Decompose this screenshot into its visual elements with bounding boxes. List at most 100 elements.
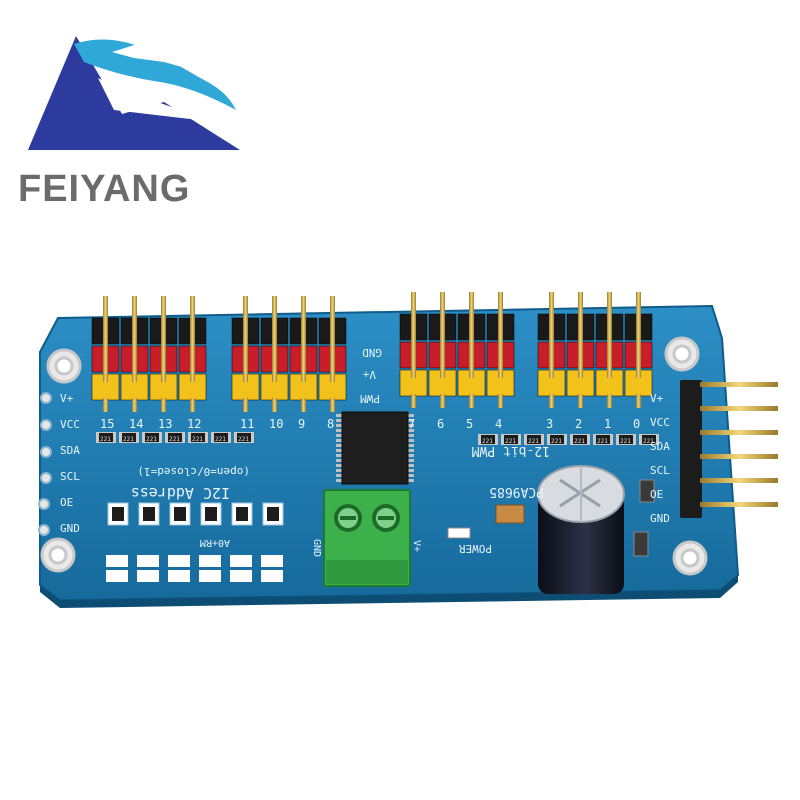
mounting-holes	[40, 336, 708, 576]
channel-number: 2	[575, 417, 582, 431]
header-pin	[411, 348, 416, 378]
header-pin	[243, 352, 248, 382]
right-angle-pin	[700, 430, 778, 435]
resistor-code: 221	[597, 438, 608, 445]
resistor-code: 221	[146, 436, 157, 443]
resistor-code: 221	[643, 438, 654, 445]
resistor-code: 221	[620, 438, 631, 445]
resistor-code: 221	[551, 438, 562, 445]
channel-number: 14	[129, 417, 143, 431]
header-pin	[411, 292, 416, 322]
header-pin	[103, 296, 108, 326]
header-pin	[498, 292, 503, 322]
resistor-code: 221	[574, 438, 585, 445]
header-pin	[190, 352, 195, 382]
header-pin	[132, 296, 137, 326]
pca9685-chip	[336, 411, 414, 485]
header-pin	[578, 348, 583, 378]
label-gnd: GND	[362, 346, 382, 359]
channel-number: 13	[158, 417, 172, 431]
channel-number: 10	[269, 417, 283, 431]
resistor-code: 221	[482, 438, 493, 445]
right-angle-pin	[700, 502, 778, 507]
electrolytic-capacitor	[537, 465, 625, 594]
header-pin	[301, 324, 306, 354]
header-pin	[636, 292, 641, 322]
right-angle-pin	[700, 382, 778, 387]
header-pin	[243, 296, 248, 326]
channel-number: 9	[298, 417, 305, 431]
feiyang-logo: FEIYANG	[14, 18, 254, 210]
channel-number: 0	[633, 417, 640, 431]
header-pin	[190, 324, 195, 354]
channel-number: 8	[327, 417, 334, 431]
label-vplus: V+	[362, 368, 376, 381]
header-pin	[636, 320, 641, 350]
header-pin	[607, 292, 612, 322]
channel-number: 3	[546, 417, 553, 431]
right-angle-pin	[700, 454, 778, 459]
resistor-code: 221	[238, 436, 249, 443]
channel-number: 1	[604, 417, 611, 431]
servo-headers	[91, 292, 653, 412]
header-pin	[578, 320, 583, 350]
channel-number: 15	[100, 417, 114, 431]
brand-name: FEIYANG	[18, 168, 191, 210]
title-text: 12-bit PWM	[472, 443, 550, 458]
resistor-code: 221	[192, 436, 203, 443]
header-pin	[549, 348, 554, 378]
header-pin	[161, 352, 166, 382]
header-pin	[161, 324, 166, 354]
right-pin-label: SCL	[650, 464, 670, 477]
right-pin-label: GND	[650, 512, 670, 525]
resistor-row: 221 221 221 221 221 221 221 221 221 221 221 221 221 2…	[96, 432, 659, 445]
header-pin	[301, 352, 306, 382]
header-pin	[578, 292, 583, 322]
right-pin-label: V+	[650, 392, 664, 405]
header-pin	[607, 348, 612, 378]
silkscreen: GND V+ PWM 12-bit PWM PCA9685 I2C Addres…	[60, 346, 670, 557]
header-pin	[103, 324, 108, 354]
resistor-code: 221	[123, 436, 134, 443]
header-pin	[549, 292, 554, 322]
header-pin	[330, 296, 335, 326]
channel-number: 4	[495, 417, 502, 431]
header-pin	[161, 296, 166, 326]
header-pin	[498, 320, 503, 350]
resistor-code: 221	[100, 436, 111, 443]
header-pin	[272, 352, 277, 382]
right-pin-label: SDA	[650, 440, 670, 453]
label-pwm: PWM	[360, 392, 380, 405]
power-label: POWER	[459, 542, 492, 555]
feiyang-logo-mark	[28, 36, 240, 150]
resistor-code: 221	[215, 436, 226, 443]
header-pin	[469, 348, 474, 378]
header-pin	[330, 352, 335, 382]
left-pin-label: OE	[60, 496, 73, 509]
terminal-gnd: GND	[311, 539, 322, 557]
channel-number: 6	[437, 417, 444, 431]
header-pin	[469, 320, 474, 350]
header-pin	[549, 320, 554, 350]
terminal-vplus: V+	[411, 540, 422, 552]
resistor-code: 221	[505, 438, 516, 445]
header-pin	[103, 352, 108, 382]
left-pin-label: SDA	[60, 444, 80, 457]
resistor-code: 221	[528, 438, 539, 445]
resistor-code: 221	[169, 436, 180, 443]
right-angle-pin	[700, 478, 778, 483]
left-pads	[38, 392, 52, 536]
address-jumpers	[106, 502, 284, 582]
header-pin	[440, 348, 445, 378]
left-pin-label: VCC	[60, 418, 80, 431]
header-pin	[190, 296, 195, 326]
header-pin	[440, 320, 445, 350]
address-note: (open=0/closed=1)	[137, 465, 250, 478]
header-pin	[330, 324, 335, 354]
left-pin-label: V+	[60, 392, 74, 405]
screw-terminal	[323, 489, 411, 587]
header-pin	[411, 320, 416, 350]
channel-number: 7	[408, 417, 415, 431]
left-pin-label: SCL	[60, 470, 80, 483]
